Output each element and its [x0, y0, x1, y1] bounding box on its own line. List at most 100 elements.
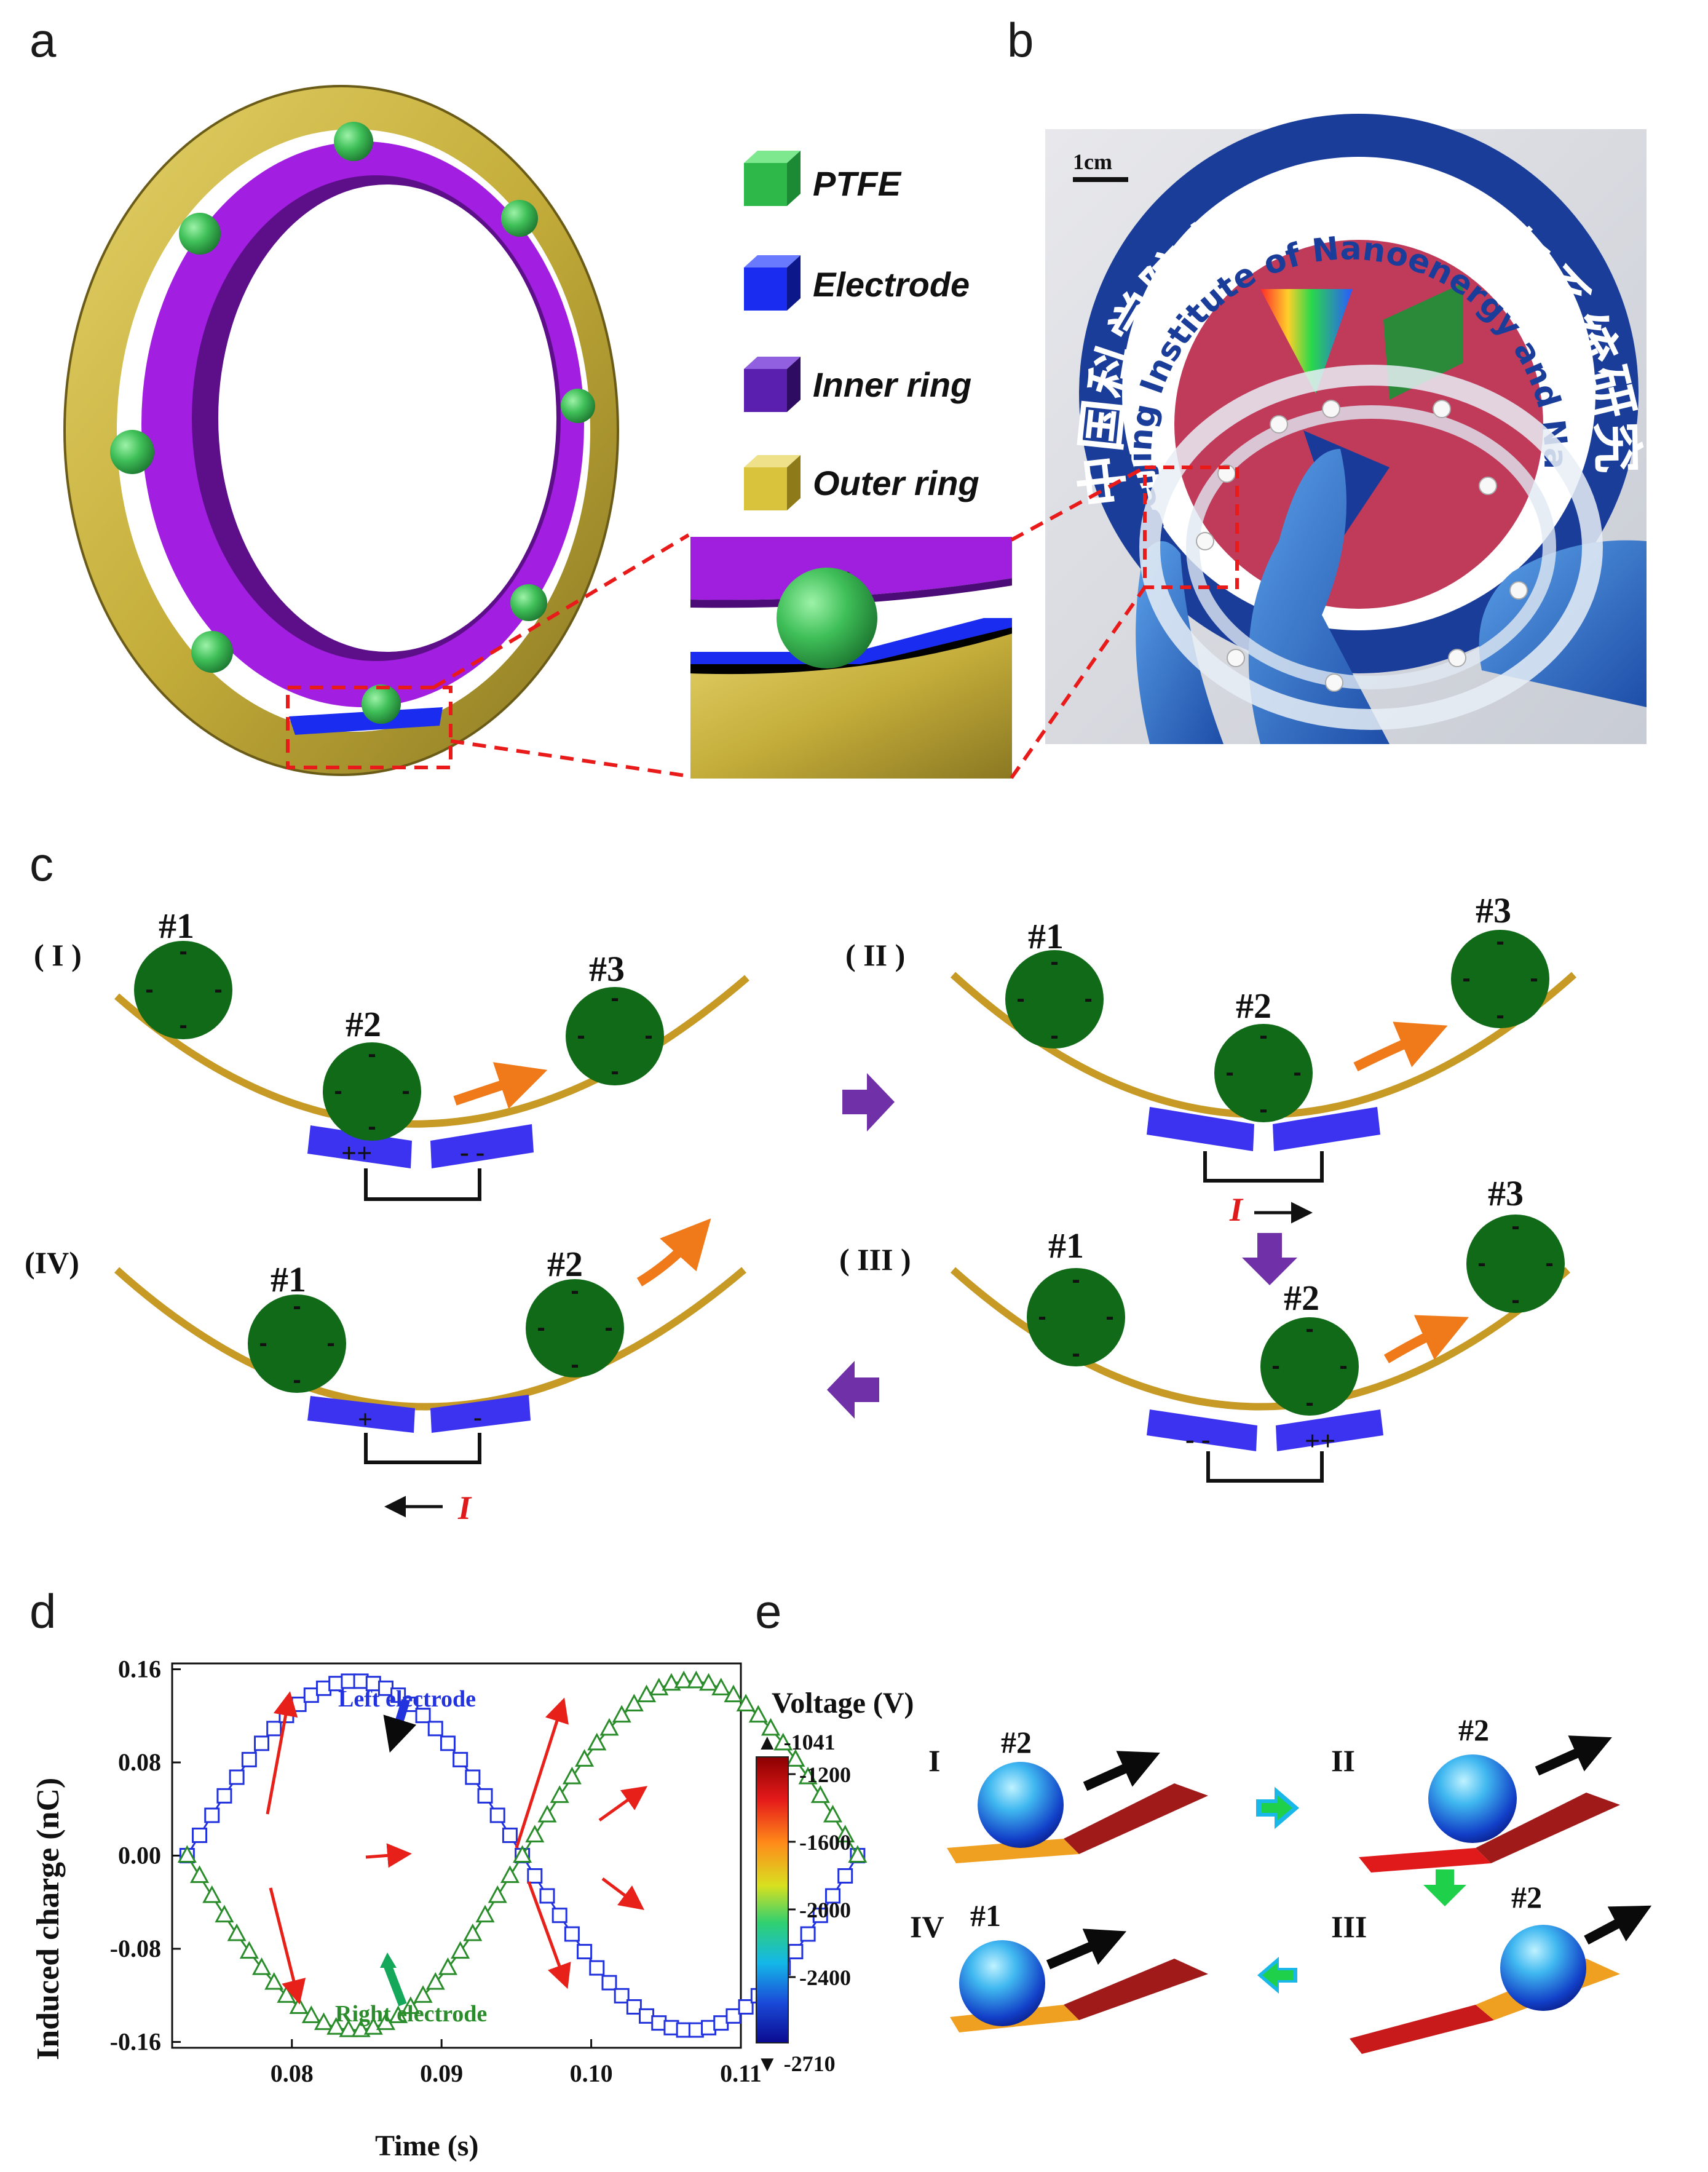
- svg-text:-: -: [368, 1040, 376, 1068]
- sim-stage-iii-ball: #2: [1511, 1880, 1542, 1914]
- colorbar-tick-2: -1600: [799, 1830, 851, 1855]
- data-point: [626, 1999, 642, 2015]
- svg-text:-: -: [1259, 1096, 1267, 1123]
- stage-iv-left-charge: +: [358, 1406, 373, 1434]
- arrow-ii-to-iii: [1242, 1233, 1297, 1285]
- svg-text:-: -: [1105, 1303, 1113, 1330]
- svg-text:-: -: [577, 1022, 585, 1049]
- data-point: [438, 1957, 457, 1975]
- stage-iv-right-charge: -: [473, 1403, 482, 1432]
- svg-text:-: -: [537, 1314, 545, 1341]
- data-point: [339, 2019, 358, 2037]
- sim-stage-i: I #2: [928, 1725, 1208, 1863]
- data-point: [264, 1972, 284, 1990]
- svg-text:-: -: [1477, 1250, 1485, 1277]
- data-point: [800, 1926, 816, 1942]
- x-tick-label: 0.09: [420, 2059, 463, 2087]
- sim-stage-iv-ball: #1: [970, 1898, 1001, 1933]
- data-point: [601, 1975, 617, 1991]
- legend-item-ptfe: PTFE: [744, 151, 902, 206]
- data-point: [527, 1868, 543, 1884]
- stage-i-right-charge: - -: [460, 1137, 484, 1167]
- data-point: [614, 1988, 630, 2004]
- data-point: [587, 1732, 607, 1751]
- step-arrows: [827, 1073, 1297, 1419]
- stage-ii-ball-3: #3: [1476, 890, 1511, 930]
- svg-text:-: -: [145, 976, 153, 1003]
- svg-text:-: -: [401, 1077, 409, 1104]
- legend-label-inner-ring: Inner ring: [813, 365, 971, 404]
- data-point: [711, 1678, 731, 1695]
- panel-label-c: c: [30, 837, 53, 891]
- data-point: [351, 2019, 371, 2037]
- y-tick-label: -0.16: [110, 2028, 161, 2056]
- svg-text:-: -: [1530, 965, 1538, 992]
- data-point: [326, 2017, 346, 2035]
- svg-text:-: -: [179, 938, 187, 965]
- svg-text:-: -: [293, 1366, 301, 1393]
- sim-stage-iv-label: IV: [910, 1909, 944, 1944]
- stage-ii-current: I: [1229, 1191, 1244, 1228]
- svg-text:-: -: [1225, 1059, 1233, 1086]
- y-tick-label: 0.16: [118, 1655, 161, 1683]
- data-point: [736, 1694, 756, 1711]
- data-point: [513, 1845, 532, 1863]
- legend-label-electrode: Electrode: [813, 265, 970, 304]
- svg-text:-: -: [644, 1022, 652, 1049]
- data-point: [229, 1769, 245, 1785]
- data-point: [686, 1670, 706, 1689]
- y-tick-label: -0.08: [110, 1935, 161, 1962]
- data-point: [699, 1673, 719, 1691]
- colorbar-tick-1: -1200: [799, 1762, 851, 1787]
- data-point: [812, 1908, 828, 1924]
- svg-text:-: -: [1050, 948, 1058, 975]
- data-point: [500, 1865, 520, 1883]
- panel-label-e: e: [755, 1584, 782, 1638]
- sim-stage-ii-ball: #2: [1458, 1713, 1489, 1747]
- data-point: [662, 1673, 681, 1691]
- stage-iv-current: I: [457, 1489, 472, 1526]
- svg-text:-: -: [1259, 1022, 1267, 1049]
- svg-text:-: -: [611, 1058, 619, 1085]
- svg-text:-: -: [293, 1293, 301, 1320]
- legend-item-outer-ring: Outer ring: [744, 455, 979, 510]
- data-point: [823, 1804, 842, 1823]
- data-point: [550, 1785, 569, 1803]
- colorbar-min: ▼ -2710: [756, 2051, 836, 2076]
- data-point: [363, 2017, 383, 2035]
- panel-e-simulation: Voltage (V) ▲ -1041 -1200 -1600 -2000 -2…: [756, 1687, 1652, 2076]
- data-point: [451, 1941, 470, 1959]
- data-point: [453, 1751, 469, 1767]
- data-point: [477, 1788, 493, 1804]
- panel-a-zoom-inset: [689, 536, 1013, 780]
- colorbar-tick-4: -2400: [799, 1965, 851, 1990]
- svg-text:-: -: [1084, 985, 1092, 1012]
- plot-frame: [171, 1662, 742, 2049]
- sim-stage-iv: IV #1: [910, 1898, 1208, 2032]
- data-point: [192, 1828, 208, 1844]
- data-point: [413, 1985, 433, 2003]
- data-point: [390, 1687, 406, 1703]
- data-point: [475, 1904, 495, 1923]
- data-point: [552, 1908, 567, 1924]
- stage-ii: ( II ) ---- ---- ---- #1 #2 #3 I: [845, 890, 1576, 1228]
- legend-label-ptfe: PTFE: [813, 164, 902, 203]
- stage-i: ( I ) ++ - - ---- ---- ---- #1 #2 #3: [34, 906, 749, 1201]
- data-point: [401, 1996, 421, 2015]
- panel-a-ring-model: [63, 85, 690, 778]
- data-point: [848, 1845, 868, 1863]
- data-point: [810, 1785, 830, 1803]
- svg-text:-: -: [1305, 1389, 1313, 1416]
- sim-stage-i-label: I: [928, 1743, 940, 1778]
- stage-i-ball-2: #2: [346, 1004, 381, 1044]
- data-point: [241, 1751, 257, 1767]
- data-point: [301, 2005, 321, 2023]
- data-point: [726, 2008, 741, 2024]
- svg-text:-: -: [1496, 928, 1504, 955]
- data-point: [216, 1788, 232, 1804]
- left-pointer-arrow: [383, 1698, 417, 1753]
- panel-a-legend: PTFE Electrode Inner ring Outer ring: [744, 151, 979, 510]
- legend-item-electrode: Electrode: [744, 255, 970, 311]
- scale-bar-label: 1cm: [1073, 149, 1112, 174]
